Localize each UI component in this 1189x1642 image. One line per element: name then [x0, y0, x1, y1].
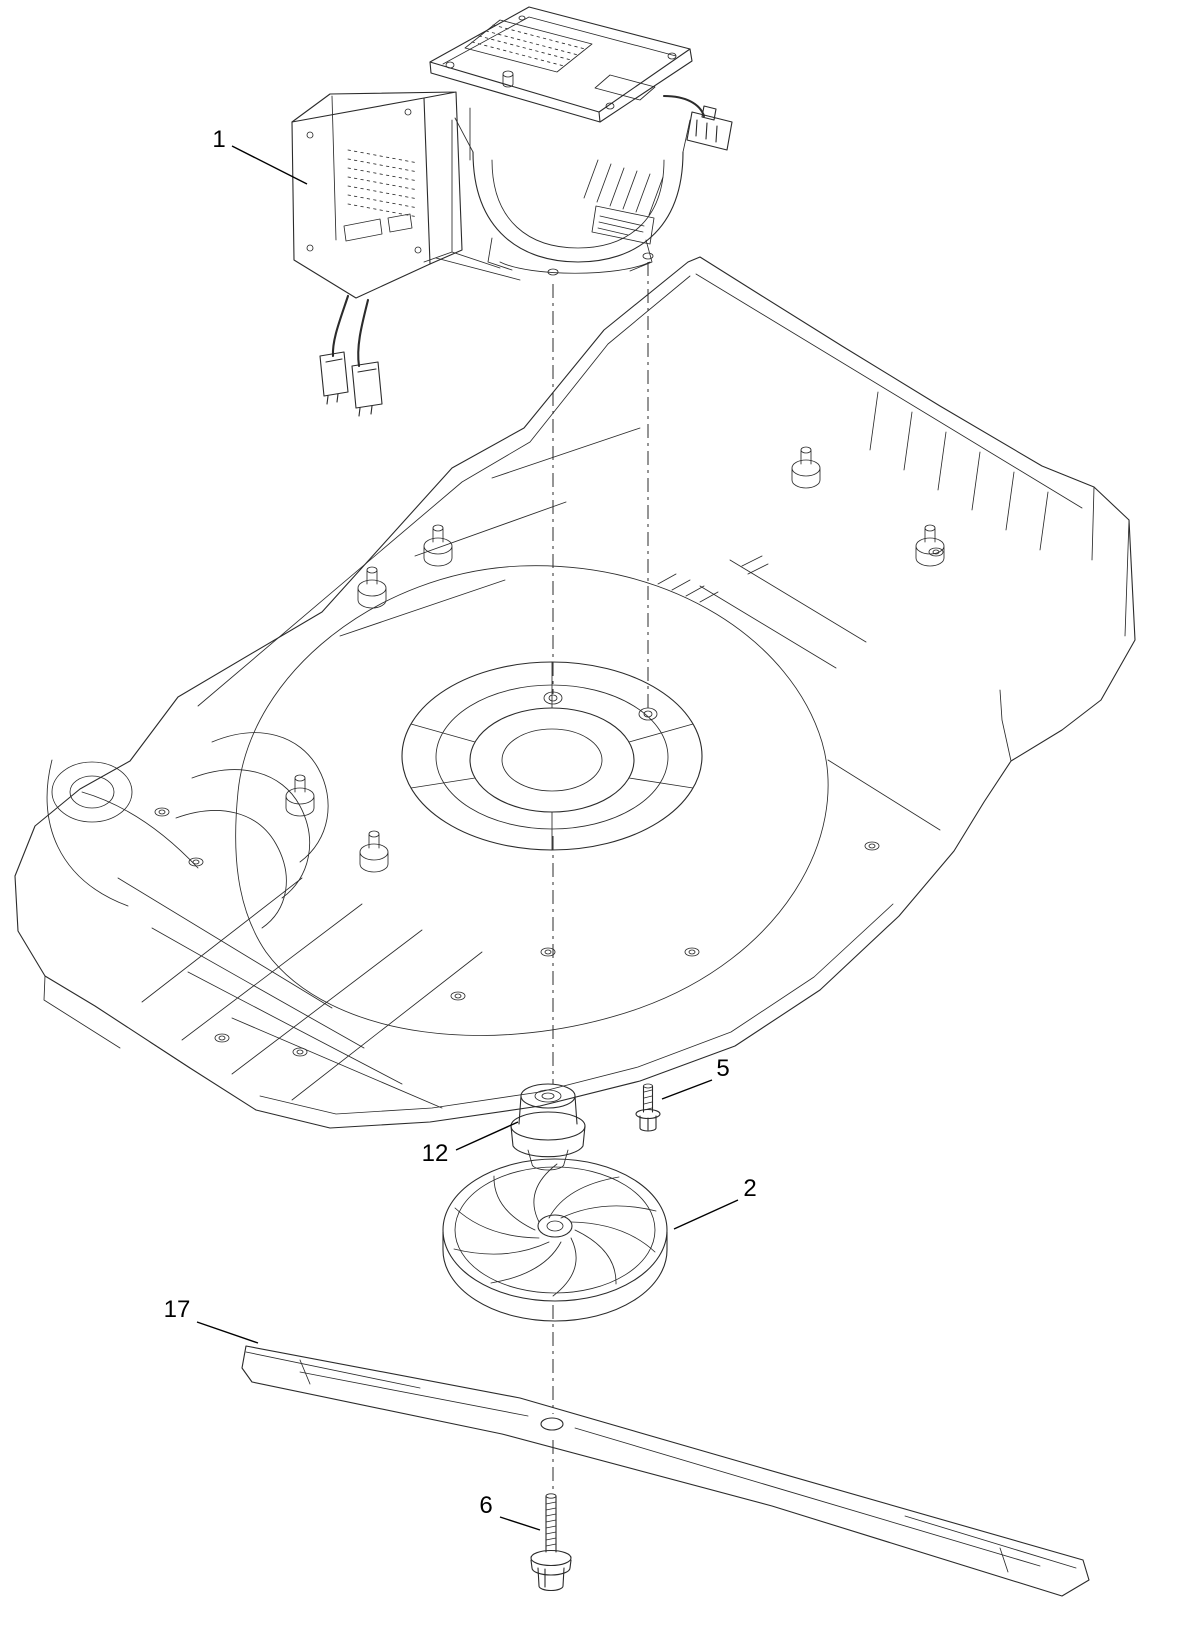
callout-12-label: 12: [422, 1140, 449, 1167]
callout-2-leader: [673, 1199, 739, 1230]
callout-1: 1: [212, 126, 308, 185]
callout-1-leader: [231, 145, 308, 185]
blade-bolt: [530, 1493, 572, 1592]
callout-17: 17: [164, 1296, 259, 1344]
callout-1-label: 1: [212, 126, 225, 153]
callout-6-label: 6: [479, 1492, 492, 1519]
callout-5: 5: [661, 1055, 730, 1100]
mower-deck-housing: [14, 256, 1136, 1129]
callout-17-label: 17: [164, 1296, 191, 1323]
callouts: 1 5 12 2 17 6: [164, 126, 757, 1531]
callout-2-label: 2: [743, 1175, 756, 1202]
flange-bolt: [635, 1083, 661, 1132]
callout-17-leader: [196, 1321, 259, 1344]
callout-12: 12: [422, 1121, 519, 1167]
callout-2: 2: [673, 1175, 757, 1230]
fan: [442, 1158, 668, 1322]
callout-5-label: 5: [716, 1055, 729, 1082]
motor-assembly: [291, 6, 733, 417]
blade-adapter: [510, 1083, 586, 1171]
callout-12-leader: [455, 1121, 519, 1151]
alignment-centerlines: [552, 262, 649, 1492]
callout-6-leader: [499, 1516, 541, 1531]
blade: [241, 1345, 1090, 1597]
callout-6: 6: [479, 1492, 541, 1531]
callout-5-leader: [661, 1079, 713, 1100]
